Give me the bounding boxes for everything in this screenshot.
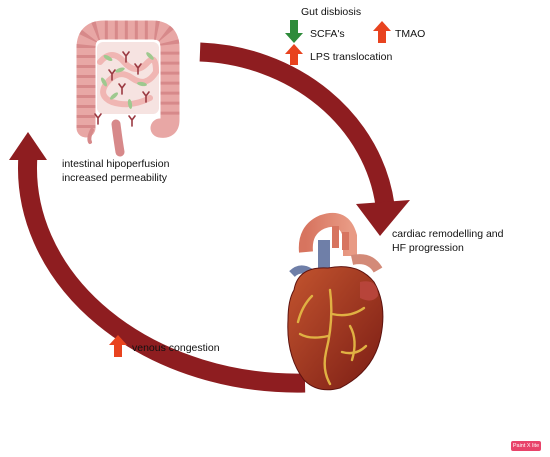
- arrowhead-gut-to-heart: [356, 200, 410, 236]
- arc-arrow-gut-to-heart: [199, 42, 395, 207]
- increased-permeability-label: increased permeability: [62, 172, 168, 184]
- arc-arrow-heart-to-gut: [18, 154, 306, 393]
- cycle-arrows: [9, 42, 410, 393]
- scfa-label: SCFA's: [310, 28, 345, 40]
- watermark-badge: Paint X lite: [511, 441, 541, 451]
- lps-increase-arrow: [285, 44, 303, 65]
- hf-progression-label: HF progression: [392, 242, 464, 254]
- arrowhead-heart-to-gut: [9, 132, 47, 160]
- cardiac-remodelling-label: cardiac remodelling and: [392, 228, 504, 240]
- intestine-illustration: [76, 20, 180, 157]
- tmao-increase-arrow: [373, 21, 391, 43]
- venous-congestion-label: venous congestion: [132, 342, 220, 354]
- gut-dysbiosis-title: Gut disbiosis: [301, 6, 362, 18]
- venous-increase-arrow: [109, 335, 127, 357]
- lps-translocation-label: LPS translocation: [310, 51, 393, 63]
- heart-illustration: [287, 212, 384, 391]
- intestinal-hipoperfusion-label: intestinal hipoperfusion: [62, 158, 170, 170]
- tmao-label: TMAO: [395, 28, 426, 40]
- scfa-decrease-arrow: [285, 20, 303, 43]
